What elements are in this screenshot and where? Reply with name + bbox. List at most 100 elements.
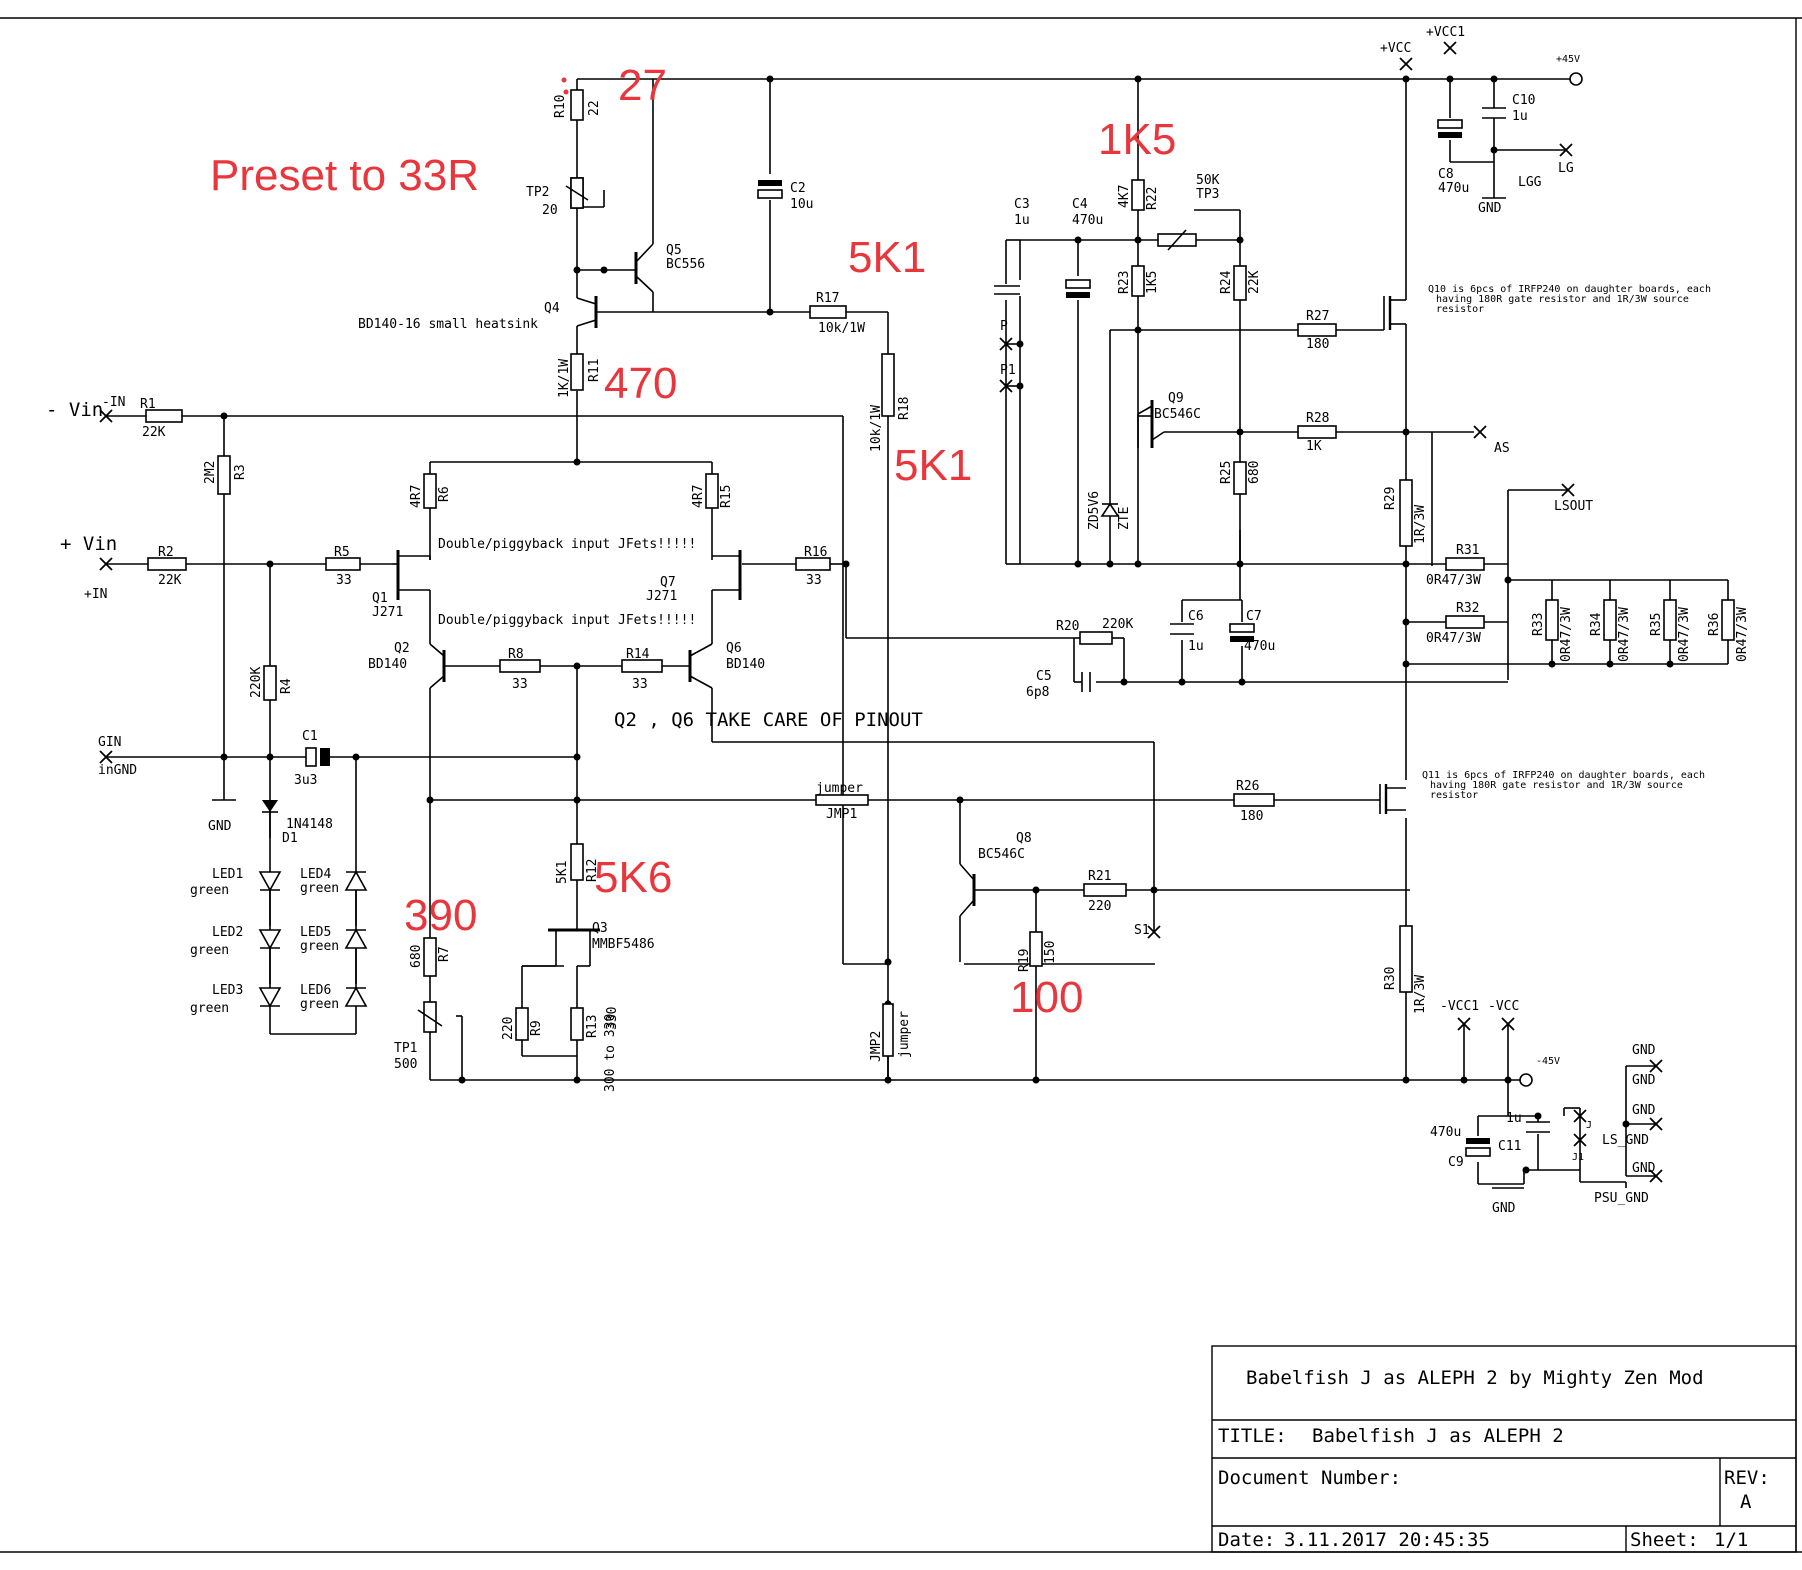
c8-name: C8 <box>1438 167 1454 182</box>
p-label: P <box>1000 319 1008 334</box>
r14-value: 33 <box>632 677 648 692</box>
ls-gnd-label: LS_GND <box>1602 1133 1649 1148</box>
r18-annotation: 5K1 <box>894 441 972 490</box>
c11-value: 1u <box>1506 1111 1522 1126</box>
q10-note-1: Q10 is 6pcs of IRFP240 on daughter board… <box>1428 284 1711 295</box>
q1-name: Q1 <box>372 591 388 606</box>
q9-value: BC546C <box>1154 407 1201 422</box>
c4-value: 470u <box>1072 213 1103 228</box>
rev-value: A <box>1740 1491 1752 1513</box>
p1-label: P1 <box>1000 363 1016 378</box>
r33-name: R33 <box>1531 613 1546 636</box>
gnd-c9-label: GND <box>1492 1201 1516 1216</box>
zd-name: ZD5V6 <box>1087 491 1102 530</box>
jmp2-value: jumper <box>897 1011 912 1058</box>
tp2-name: TP2 <box>526 185 549 200</box>
r15-name: R15 <box>719 485 734 508</box>
gnd-r4-label: GND <box>1632 1161 1656 1176</box>
led2-value: green <box>190 943 229 958</box>
r18-name: R18 <box>897 397 912 420</box>
r15-value: 4R7 <box>691 485 706 508</box>
r5-value: 33 <box>336 573 352 588</box>
r1-name: R1 <box>140 397 156 412</box>
c5-name: C5 <box>1036 669 1052 684</box>
r27-value: 180 <box>1306 337 1329 352</box>
c8-value: 470u <box>1438 181 1469 196</box>
ingnd-label: inGND <box>98 763 137 778</box>
zd-value: ZTE <box>1117 507 1132 530</box>
r16-value: 33 <box>806 573 822 588</box>
c7-name: C7 <box>1246 609 1262 624</box>
lgg-label: LGG <box>1518 175 1542 190</box>
led2-name: LED2 <box>212 925 243 940</box>
date-value: 3.11.2017 20:45:35 <box>1284 1529 1490 1551</box>
r25-name: R25 <box>1219 461 1234 484</box>
r27-name: R27 <box>1306 309 1329 324</box>
gin-label: GIN <box>98 735 121 750</box>
preset-annotation: Preset to 33R <box>210 151 479 200</box>
tp3-value: 50K <box>1196 173 1220 188</box>
r17-name: R17 <box>816 291 839 306</box>
r22-value: 4K7 <box>1117 185 1132 208</box>
rev-label: REV: <box>1724 1467 1770 1489</box>
r25-value: 680 <box>1247 461 1262 484</box>
junction-dots <box>220 75 1674 1174</box>
q5-name: Q5 <box>666 243 682 258</box>
r22-name: R22 <box>1145 187 1160 210</box>
r34-name: R34 <box>1589 612 1604 636</box>
notes: Double/piggyback input JFets!!!!! Double… <box>438 284 1711 801</box>
led5-name: LED5 <box>300 925 331 940</box>
c1-name: C1 <box>302 729 318 744</box>
d1-value: 1N4148 <box>286 817 333 832</box>
r2-name: R2 <box>158 545 174 560</box>
title-label: TITLE: <box>1218 1425 1287 1447</box>
as-label: AS <box>1494 441 1510 456</box>
c9-name: C9 <box>1448 1155 1464 1170</box>
r5-name: R5 <box>334 545 350 560</box>
r4-value: 220K <box>249 667 264 698</box>
q10-note-3: resistor <box>1436 304 1484 315</box>
q11-note-1: Q11 is 6pcs of IRFP240 on daughter board… <box>1422 770 1705 781</box>
q3-value: MMBF5486 <box>592 937 655 952</box>
led4-name: LED4 <box>300 867 331 882</box>
q11-note-3: resistor <box>1430 790 1478 801</box>
pinout-note: Q2 , Q6 TAKE CARE OF PINOUT <box>614 709 923 731</box>
jmp1-value: jumper <box>816 781 863 796</box>
c3-value: 1u <box>1014 213 1030 228</box>
j1-label: J1 <box>1572 1152 1584 1163</box>
r7-name: R7 <box>437 946 452 962</box>
q8-value: BC546C <box>978 847 1025 862</box>
r21-value: 220 <box>1088 899 1111 914</box>
r12-name: R12 <box>585 859 600 882</box>
led3-value: green <box>190 1001 229 1016</box>
jfet-note-bottom: Double/piggyback input JFets!!!!! <box>438 613 696 628</box>
gnd-r2-label: GND <box>1632 1073 1656 1088</box>
r7-value: 680 <box>409 945 424 968</box>
gnd-a-label: GND <box>208 819 232 834</box>
vcc-pos-label: +VCC <box>1380 41 1411 56</box>
gnd-c8-label: GND <box>1478 201 1502 216</box>
jfet-note-top: Double/piggyback input JFets!!!!! <box>438 537 696 552</box>
port-markers <box>99 41 1663 1183</box>
r9-value: 220 <box>501 1017 516 1040</box>
r13-alt: 300 to 330 <box>603 1014 618 1092</box>
q1-value: J271 <box>372 605 403 620</box>
c10-name: C10 <box>1512 93 1535 108</box>
r6-value: 4R7 <box>409 485 424 508</box>
semiconductors <box>212 72 1583 1189</box>
c7-value: 470u <box>1244 639 1275 654</box>
r8-name: R8 <box>508 647 524 662</box>
r31-name: R31 <box>1456 543 1479 558</box>
r1-value: 22K <box>142 425 166 440</box>
q3-name: Q3 <box>592 921 608 936</box>
r14-name: R14 <box>626 647 650 662</box>
r17-value: 10k/1W <box>818 321 865 336</box>
r24-name: R24 <box>1219 270 1234 294</box>
led1-name: LED1 <box>212 867 243 882</box>
capacitors <box>305 107 1550 1157</box>
jmp2-name: JMP2 <box>869 1031 884 1062</box>
title-block: Babelfish J as ALEPH 2 by Mighty Zen Mod… <box>1211 1345 1797 1553</box>
title-value: Babelfish J as ALEPH 2 <box>1312 1425 1564 1447</box>
c3-name: C3 <box>1014 197 1030 212</box>
